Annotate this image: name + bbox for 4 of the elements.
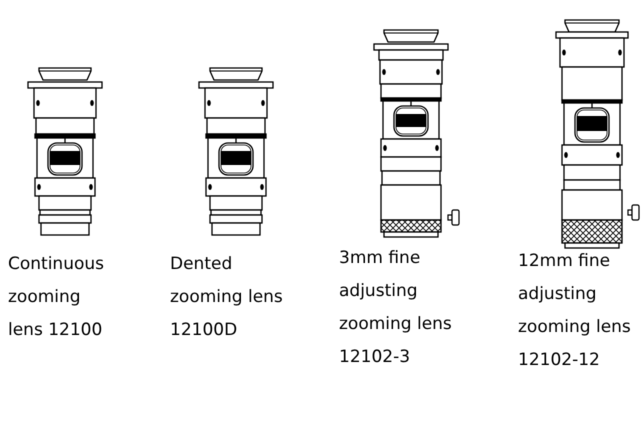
caption-text: Dented zooming lens 12100D bbox=[170, 253, 284, 342]
caption-text: 3mm fine adjusting zooming lens 12102-3 bbox=[339, 247, 453, 369]
caption-text: Continuous zooming lens 12100 bbox=[8, 253, 106, 342]
caption-text: 12mm fine adjusting zooming lens 12102-12 bbox=[518, 250, 632, 372]
